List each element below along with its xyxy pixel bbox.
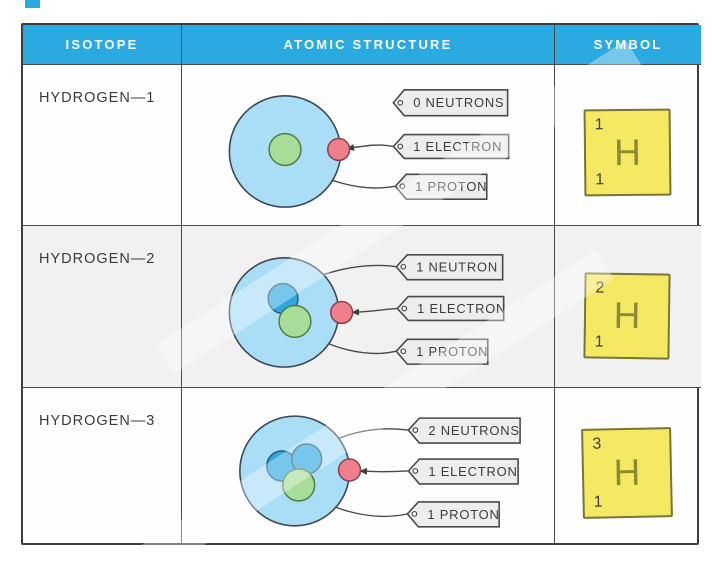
tag-label: 0 NEUTRONS <box>413 95 504 110</box>
atom-diagram-hydrogen-2: 1 NEUTRON 1 ELECTRON 1 PROTON <box>228 254 506 368</box>
header-cell-atomic-structure: ATOMIC STRUCTURE <box>182 25 555 65</box>
isotope-cell-hydrogen-1: HYDROGEN—1 <box>23 65 182 226</box>
structure-cell-hydrogen-1: 0 NEUTRONS 1 ELECTRON 1 PROTON <box>182 65 555 226</box>
tag-shape <box>407 458 519 485</box>
tag-electron: 1 ELECTRON <box>392 133 510 160</box>
tag-hole-icon <box>397 99 404 106</box>
tag-electron: 1 ELECTRON <box>396 295 506 322</box>
connector-line-electron <box>346 144 394 151</box>
atomic-number: 1 <box>595 171 605 189</box>
structure-cell-hydrogen-2: 1 NEUTRON 1 ELECTRON 1 PROTON <box>182 226 555 388</box>
isotope-label: HYDROGEN—3 <box>39 413 156 429</box>
tag-label: 1 NEUTRON <box>416 260 498 275</box>
element-tile: 3 H 1 <box>581 427 673 519</box>
tag-label: 1 ELECTRON <box>413 139 502 154</box>
tag-label: 2 NEUTRONS <box>428 423 519 438</box>
header-label-isotope: ISOTOPE <box>65 37 139 52</box>
tag-hole-icon <box>412 468 419 474</box>
proton-circle <box>268 132 302 167</box>
isotope-diagram-page: ISOTOPE ATOMIC STRUCTURE SYMBOL HYDROGEN… <box>21 0 701 545</box>
header-label-symbol: SYMBOL <box>593 37 663 52</box>
tag-shape <box>396 295 505 322</box>
isotope-cell-hydrogen-3: HYDROGEN—3 <box>23 388 182 543</box>
tag-shape <box>394 173 488 200</box>
tag-hole-icon <box>399 183 406 190</box>
tag-hole-icon <box>400 263 407 270</box>
tag-proton: 1 PROTON <box>406 501 500 528</box>
electron-circle <box>327 137 351 162</box>
header-cell-isotope: ISOTOPE <box>23 25 182 65</box>
symbol-cell-hydrogen-1: 1 H 1 <box>555 65 701 226</box>
electron-circle <box>329 300 354 325</box>
tag-shape <box>407 417 521 444</box>
atom-diagram-hydrogen-3: 2 NEUTRONS 1 ELECTRON 1 PROTON <box>239 415 521 528</box>
tag-label: 1 ELECTRON <box>417 301 506 316</box>
structure-cell-hydrogen-3: 2 NEUTRONS 1 ELECTRON 1 PROTON <box>182 388 555 543</box>
isotope-label: HYDROGEN—2 <box>39 251 156 267</box>
tag-shape <box>392 89 509 117</box>
isotope-cell-hydrogen-2: HYDROGEN—2 <box>23 226 182 388</box>
header-label-atomic-structure: ATOMIC STRUCTURE <box>283 37 453 52</box>
isotope-table: ISOTOPE ATOMIC STRUCTURE SYMBOL HYDROGEN… <box>21 23 701 545</box>
tag-shape <box>406 501 500 528</box>
atomic-number: 1 <box>593 493 603 511</box>
corner-mark <box>25 0 40 8</box>
tag-neutrons: 2 NEUTRONS <box>407 417 521 444</box>
tag-shape <box>392 133 510 160</box>
electron-circle <box>337 458 362 482</box>
symbol-cell-hydrogen-2: 2 H 1 <box>555 226 701 388</box>
tag-electron: 1 ELECTRON <box>407 458 519 485</box>
proton-circle <box>281 468 316 502</box>
tag-label: 1 PROTON <box>427 507 499 522</box>
connector-line-electron <box>359 467 409 475</box>
tag-neutrons: 0 NEUTRONS <box>392 89 509 117</box>
symbol-cell-hydrogen-3: 3 H 1 <box>555 388 701 543</box>
proton-circle <box>278 304 312 339</box>
connector-line-electron <box>351 307 398 316</box>
tag-neutron: 1 NEUTRON <box>395 254 504 281</box>
tag-shape <box>395 338 489 365</box>
tag-hole-icon <box>411 510 418 517</box>
atomic-number: 1 <box>594 333 604 351</box>
tag-shape <box>395 254 504 281</box>
atom-diagram-hydrogen-1: 0 NEUTRONS 1 ELECTRON 1 PROTON <box>228 89 510 208</box>
tag-label: 1 PROTON <box>416 344 488 359</box>
tag-label: 1 PROTON <box>415 179 487 194</box>
tag-hole-icon <box>412 427 419 433</box>
tag-proton: 1 PROTON <box>395 338 489 365</box>
tag-hole-icon <box>397 143 404 150</box>
header-cell-symbol: SYMBOL <box>555 25 701 65</box>
tag-hole-icon <box>401 305 408 312</box>
tag-proton: 1 PROTON <box>394 173 488 200</box>
isotope-label: HYDROGEN—1 <box>39 90 156 106</box>
element-tile: 1 H 1 <box>583 108 672 197</box>
tag-hole-icon <box>400 348 407 355</box>
tag-label: 1 ELECTRON <box>428 464 517 479</box>
element-tile: 2 H 1 <box>583 272 671 360</box>
